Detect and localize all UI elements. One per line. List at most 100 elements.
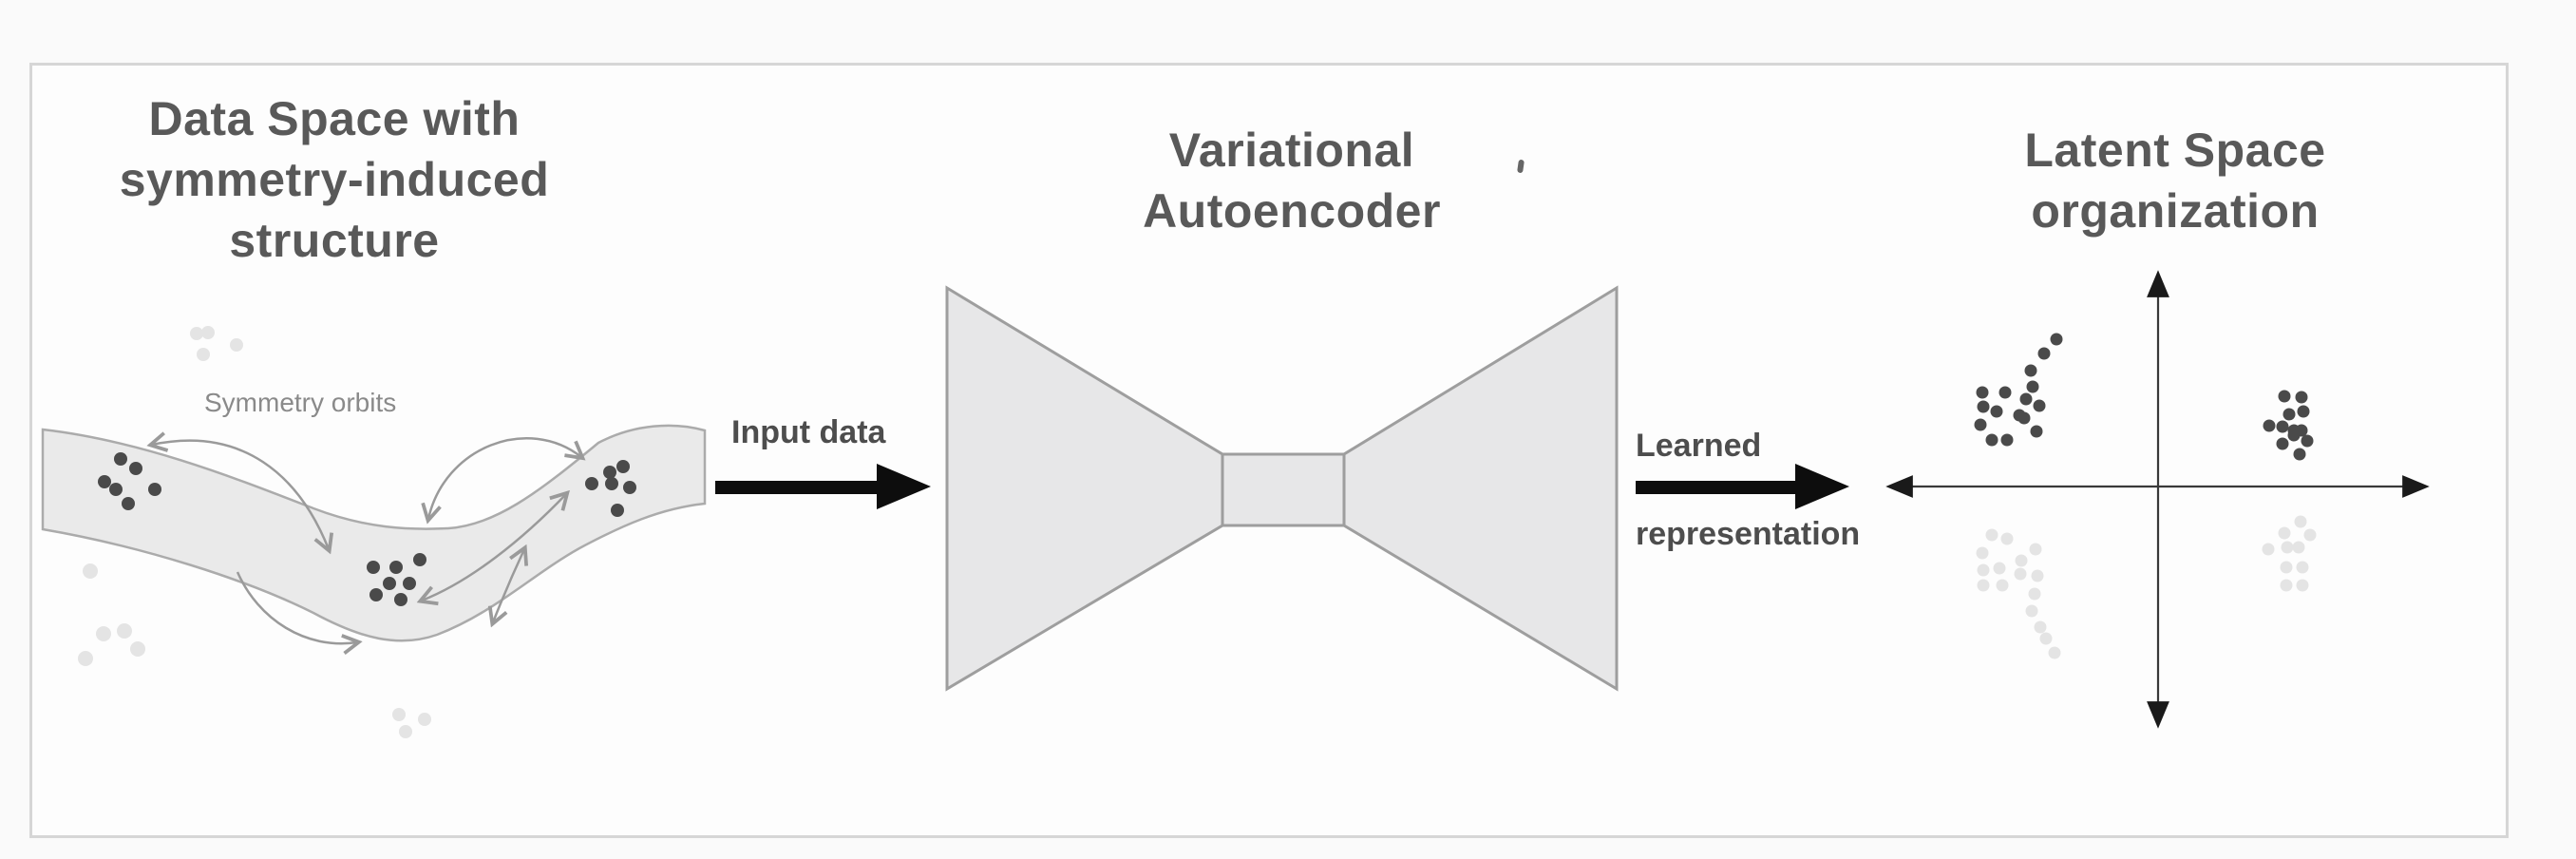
data-space-faint-dots-bottom [392,708,431,738]
data-space-title-line2: symmetry-induced [119,153,550,206]
data-point [1974,418,1987,431]
data-point [2294,515,2307,528]
vae-bottleneck [1221,452,1346,527]
data-point [2295,391,2308,404]
data-point [129,462,142,475]
data-space-cluster-right [585,460,636,517]
data-point [130,641,145,657]
data-point [2028,587,2041,601]
data-manifold-band [41,424,707,642]
data-point [1990,405,2003,418]
data-point [2278,390,2291,403]
symmetry-orbits-label: Symmetry orbits [204,388,397,417]
data-point [190,327,203,340]
vae-decoder-trapezoid [1342,285,1619,692]
data-point [201,326,215,339]
input-data-arrow [715,464,931,509]
data-point [1976,546,1989,560]
data-point [2029,543,2042,556]
learned-representation-arrow [1636,464,1849,509]
input-data-label: Input data [731,414,886,450]
data-point [78,651,93,666]
latent-space-title: Latent Space organization [1947,120,2403,241]
latent-cluster-upper-left [1974,333,2063,447]
data-point [605,477,618,490]
data-space-faint-dots-left [78,563,145,666]
data-point [623,481,636,494]
data-point [392,708,406,721]
data-point [2039,632,2053,645]
data-point [2263,419,2276,432]
data-point [2014,567,2027,581]
data-point [2024,364,2037,377]
data-point [1998,386,2012,399]
data-point [1977,579,1990,592]
learned-label: Learned [1636,428,1762,464]
data-point [197,348,210,361]
data-point [2280,579,2293,592]
data-point [122,497,135,510]
data-point [109,483,123,496]
data-point [611,504,624,517]
data-point [2276,437,2289,450]
data-point [96,626,111,641]
data-point [1985,433,1998,447]
data-space-faint-dots-top [190,326,243,361]
data-point [2017,411,2031,425]
data-point [585,477,598,490]
data-point [418,713,431,726]
data-point [2293,448,2306,461]
data-point [117,623,132,639]
data-point [2034,620,2047,634]
vae-title-line2: Autoencoder [1143,184,1441,238]
data-point [1977,400,1990,413]
data-point [2000,532,2014,545]
data-point [399,725,412,738]
latent-cluster-upper-right [2263,390,2314,461]
data-point [2037,347,2051,360]
data-point [98,475,111,488]
vae-encoder-trapezoid [945,285,1224,692]
data-point [1977,563,1990,577]
data-point [367,561,380,574]
data-point [369,588,383,601]
latent-cluster-lower-left-faint [1976,528,2061,659]
data-point [2015,554,2028,567]
data-point [603,466,616,479]
orbit-arrow-left-to-center [152,441,329,549]
data-point [1976,386,1989,399]
data-point [2301,434,2314,448]
representation-label: representation [1636,516,1861,552]
data-point [2048,646,2061,659]
data-point [2019,392,2033,406]
data-point [2025,604,2038,618]
latent-space-title-line2: organization [2031,184,2320,238]
data-point [2278,526,2291,540]
data-point [2280,561,2293,574]
data-point [616,460,630,473]
data-point [2287,429,2301,442]
data-point [1985,528,1998,542]
data-point [114,452,127,466]
data-point [230,338,243,352]
data-point [383,577,396,590]
data-point [2030,425,2043,438]
data-point [2031,569,2044,582]
vae-title: Variational Autoencoder [1064,120,1520,241]
data-point [403,577,416,590]
latent-cluster-lower-right-faint [2262,515,2317,592]
data-point [1996,579,2009,592]
data-point [2282,408,2296,421]
data-point [2000,433,2014,447]
data-point [2276,420,2289,433]
data-point [2303,528,2317,542]
data-space-cluster-left [98,452,161,510]
data-point [413,553,426,566]
data-space-title-line1: Data Space with [148,92,521,145]
data-point [394,593,407,606]
orbit-arrow-under-band [236,571,357,643]
data-point [83,563,98,579]
vae-title-line1: Variational [1168,124,1415,177]
